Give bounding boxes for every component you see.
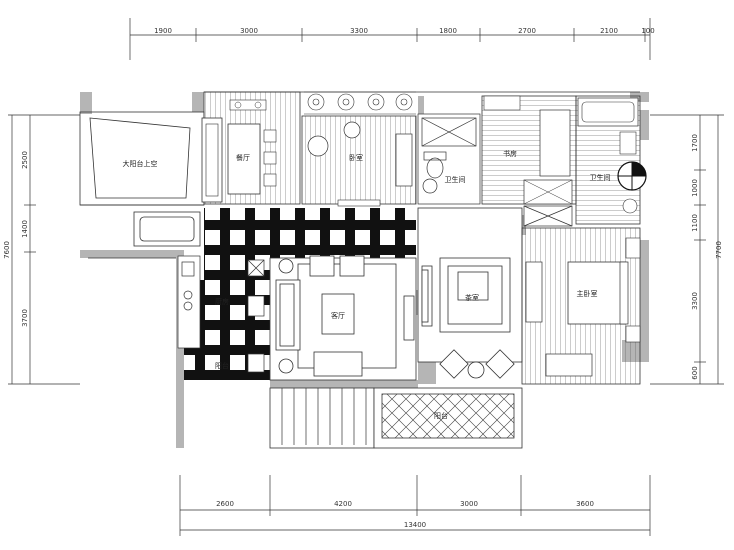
room-label-kitchen: 厨房 — [215, 297, 229, 306]
bottom-dim-3: 3000 — [460, 500, 478, 508]
room-label-bath1: 卫生间 — [445, 175, 466, 184]
right-dim-3: 1100 — [691, 214, 699, 232]
room-label-bath2: 卫生间 — [590, 173, 611, 182]
room-label-master: 主卧室 — [577, 289, 598, 298]
room-label-study: 书房 — [503, 149, 517, 158]
living-room — [269, 255, 417, 381]
room-label-terrace: 大阳台上空 — [123, 159, 158, 168]
left-dim-2: 1400 — [21, 220, 29, 238]
checkered-floor — [204, 208, 416, 258]
right-dim-2: 1000 — [691, 179, 699, 197]
kitchen-counter — [177, 255, 265, 373]
plants-row — [304, 91, 416, 115]
top-dim-1: 1900 — [154, 27, 172, 35]
bottom-dim-2: 4200 — [334, 500, 352, 508]
right-dim-4: 3300 — [691, 292, 699, 310]
room-label-utility: 阳台 — [215, 361, 229, 370]
right-dim-1: 1700 — [691, 134, 699, 152]
bathtub-icon — [133, 211, 201, 247]
balcony — [269, 387, 523, 449]
study-room — [481, 95, 577, 205]
right-dim-5: 600 — [691, 366, 699, 379]
bottom-dim-total: 13400 — [404, 521, 426, 529]
bed-icon — [567, 261, 627, 325]
right-dim-total: 7700 — [715, 241, 723, 259]
room-label-bedroom2: 卧室 — [349, 153, 363, 162]
top-dim-5: 2700 — [518, 27, 536, 35]
top-dimension-line — [129, 18, 651, 60]
room-label-tea: 茶室 — [465, 293, 479, 302]
bathroom-1 — [417, 113, 481, 205]
bedroom-2 — [301, 115, 417, 207]
terrace-void — [79, 111, 205, 206]
bottom-dim-1: 2600 — [216, 500, 234, 508]
dining-room — [201, 91, 301, 205]
master-bedroom — [521, 227, 641, 385]
left-dim-3: 3700 — [21, 309, 29, 327]
left-dim-total: 7600 — [3, 241, 11, 259]
top-dim-4: 1800 — [439, 27, 457, 35]
toilet-icon — [426, 157, 444, 179]
room-label-balcony: 阳台 — [434, 411, 448, 420]
tea-room — [417, 207, 523, 379]
wardrobe — [523, 205, 573, 227]
washbasin-icon — [422, 178, 438, 194]
bathroom-2 — [575, 95, 647, 225]
exterior-outline — [80, 91, 640, 259]
top-dim-7: 100 — [641, 27, 654, 35]
stove-icon — [183, 290, 193, 300]
bottom-dimension-line — [179, 475, 651, 536]
top-dim-3: 3300 — [350, 27, 368, 35]
top-dim-2: 3000 — [240, 27, 258, 35]
left-dimension-line — [8, 114, 80, 385]
bottom-dim-4: 3600 — [576, 500, 594, 508]
top-dim-6: 2100 — [600, 27, 618, 35]
right-dimension-line — [650, 114, 724, 385]
left-dim-1: 2500 — [21, 151, 29, 169]
room-label-living: 客厅 — [331, 311, 345, 320]
room-label-dining: 餐厅 — [236, 153, 250, 162]
